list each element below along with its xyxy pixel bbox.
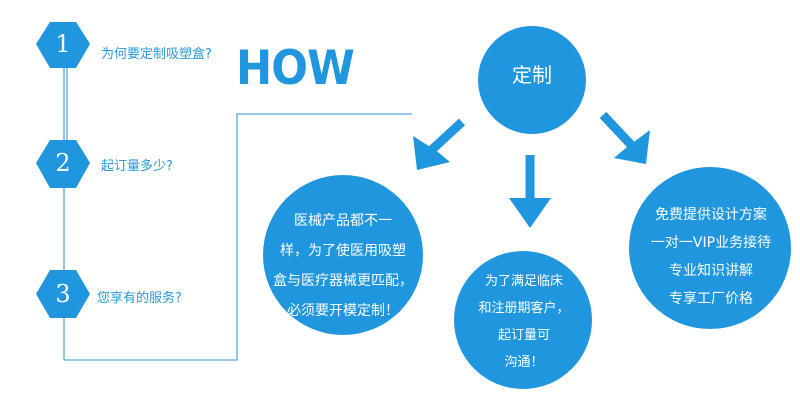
- answer-1-line: 医械产品都不一: [294, 213, 392, 229]
- step-3-hexagon: [36, 270, 90, 318]
- answer-circle-3: [629, 167, 791, 329]
- step-1-hexagon: [36, 22, 90, 68]
- connector-lines: [63, 68, 412, 361]
- step-2-question: 起订量多少?: [101, 159, 173, 174]
- answer-3-line: 一对一VIP业务接待: [650, 235, 772, 251]
- answer-3-line: 专业知识讲解: [669, 263, 753, 279]
- answer-1-line: 盒与医疗器械更匹配，: [273, 273, 413, 289]
- answer-2-line: 和注册期客户，: [478, 301, 570, 316]
- center-circle: [478, 26, 586, 134]
- answer-1-line: 样，为了使医用吸塑: [280, 243, 406, 259]
- step-1-question: 为何要定制吸塑盒?: [101, 47, 212, 62]
- answer-1-line: 必须要开模定制！: [287, 303, 399, 319]
- answer-circle-1: [263, 175, 423, 335]
- answer-2-line: 为了满足临床: [484, 274, 563, 289]
- step-1-number: 1: [55, 30, 71, 58]
- answer-2-line: 起订量可: [497, 328, 550, 343]
- step-3-question: 您享有的服务?: [97, 291, 182, 306]
- answer-2-text: 为了满足临床 和注册期客户， 起订量可 沟通！: [459, 268, 589, 376]
- center-label: 定制: [512, 63, 552, 87]
- answer-3-line: 免费提供设计方案: [655, 207, 767, 223]
- answer-3-text: 免费提供设计方案 一对一VIP业务接待 专业知识讲解 专享工厂价格: [636, 201, 786, 313]
- answer-3-line: 专享工厂价格: [669, 291, 753, 307]
- step-2-hexagon: [36, 140, 90, 188]
- arrow-down-icon: [509, 155, 551, 228]
- answer-1-text: 医械产品都不一 样，为了使医用吸塑 盒与医疗器械更匹配， 必须要开模定制！: [268, 206, 418, 326]
- arrow-down-right-icon: [599, 111, 650, 164]
- answer-circle-2: [454, 251, 592, 389]
- answer-2-line: 沟通！: [504, 355, 544, 370]
- arrow-down-left-icon: [413, 118, 466, 170]
- step-2-number: 2: [55, 149, 71, 177]
- step-3-number: 3: [55, 280, 71, 308]
- how-heading: HOW: [236, 41, 355, 96]
